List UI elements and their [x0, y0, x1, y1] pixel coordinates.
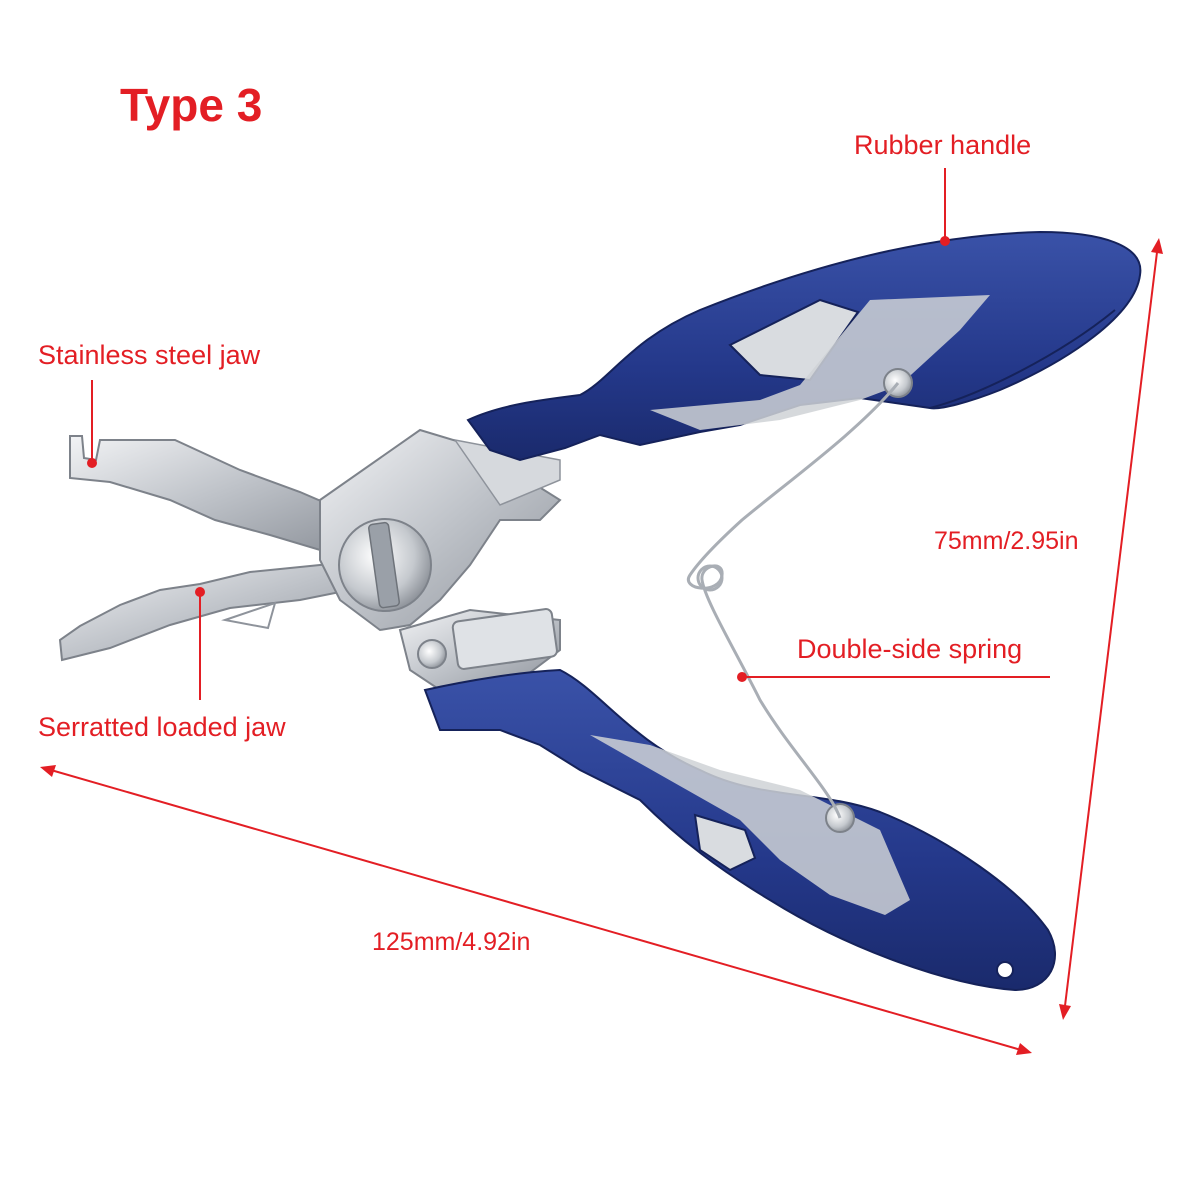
- lower-handle-window: [693, 813, 757, 872]
- leader-dot-rubber-handle: [940, 236, 950, 246]
- lanyard-hole: [996, 961, 1014, 979]
- spring-clip: [451, 608, 558, 670]
- spring-wire: [686, 382, 900, 819]
- spring-coil: [696, 564, 724, 592]
- callout-serrated-jaw: Serratted loaded jaw: [38, 712, 286, 742]
- lower-jaw: [58, 558, 373, 662]
- length-dimension-label: 125mm/4.92in: [372, 928, 531, 956]
- upper-handle-steel-insert: [650, 295, 990, 430]
- callout-rubber-handle: Rubber handle: [854, 130, 1032, 160]
- upper-jaw: [69, 435, 362, 552]
- upper-handle-edge: [929, 309, 1116, 409]
- leader-dot-serrated-jaw: [195, 587, 205, 597]
- width-dimension-arrow: [1059, 238, 1163, 1020]
- screw-slot: [368, 521, 400, 609]
- callout-stainless-jaw: Stainless steel jaw: [38, 340, 261, 370]
- leader-dot-stainless-jaw: [87, 458, 97, 468]
- leader-dot-spring: [737, 672, 747, 682]
- type-title: Type 3: [120, 79, 263, 131]
- rivet: [417, 639, 447, 669]
- lower-handle-steel-insert: [590, 735, 910, 915]
- length-dimension-arrow: [40, 765, 1032, 1055]
- jaw-slot: [221, 601, 277, 630]
- callout-spring: Double-side spring: [797, 634, 1023, 664]
- width-dimension-label: 75mm/2.95in: [934, 527, 1079, 555]
